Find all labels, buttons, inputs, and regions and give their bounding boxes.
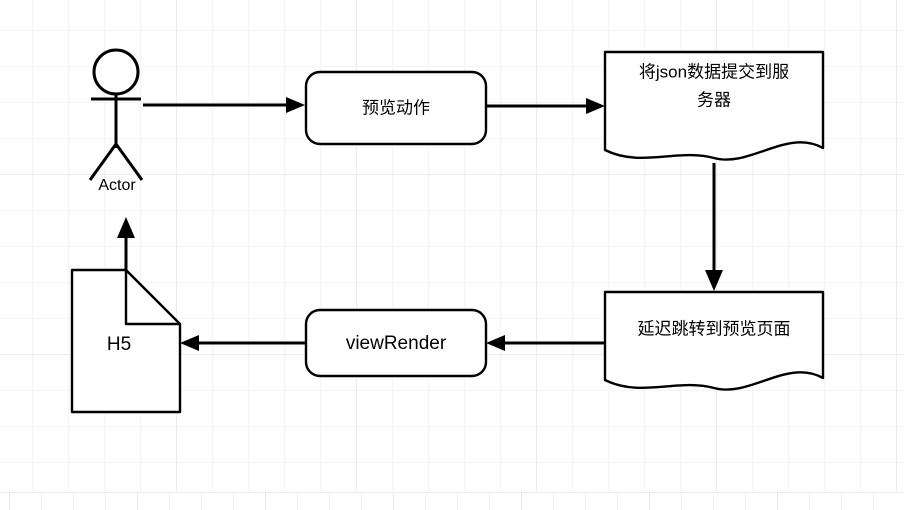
actor-right-leg-line [114, 143, 144, 181]
node-preview-action[interactable]: 预览动作 [304, 70, 488, 146]
node-delay-redirect[interactable]: 延迟跳转到预览页面 [603, 290, 825, 391]
arrow-head-down-icon [705, 270, 723, 291]
actor-label: Actor [98, 177, 136, 194]
edge-preview-action-to-submit-json[interactable] [486, 98, 605, 114]
preview-action-box [304, 70, 488, 146]
node-actor[interactable]: Actor [88, 48, 144, 194]
edge-view-render-to-h5[interactable] [180, 335, 306, 351]
node-h5-page[interactable]: H5 [70, 268, 182, 414]
canvas-grid-divider [0, 492, 904, 493]
delay-redirect-label: 延迟跳转到预览页面 [638, 319, 791, 338]
arrow-head-up-icon [117, 217, 135, 238]
h5-folded-corner-icon [124, 270, 180, 326]
canvas-footer-ruler [0, 493, 904, 510]
actor-left-leg-line [88, 143, 118, 181]
arrow-head-right-icon [586, 98, 605, 114]
submit-json-document-shape [603, 50, 825, 161]
delay-redirect-document-shape [603, 290, 825, 391]
edge-delay-redirect-to-view-render[interactable] [486, 335, 605, 351]
h5-page-label: H5 [107, 334, 131, 355]
arrow-head-right-icon [286, 97, 305, 113]
submit-json-label-line2: 务器 [697, 90, 731, 109]
edge-submit-json-to-delay-redirect[interactable] [705, 163, 723, 291]
edge-actor-to-preview-action[interactable] [143, 97, 305, 113]
preview-action-label: 预览动作 [362, 98, 430, 117]
h5-page-shape [70, 268, 182, 414]
actor-head-icon [92, 48, 140, 96]
submit-json-label-line1: 将json数据提交到服 [639, 62, 789, 81]
edge-h5-to-actor[interactable] [117, 217, 135, 270]
arrow-head-left-icon [180, 335, 199, 351]
view-render-label: viewRender [346, 333, 447, 354]
arrow-head-left-icon [486, 335, 505, 351]
node-submit-json[interactable]: 将json数据提交到服 务器 [603, 50, 825, 161]
node-view-render[interactable]: viewRender [304, 308, 488, 378]
